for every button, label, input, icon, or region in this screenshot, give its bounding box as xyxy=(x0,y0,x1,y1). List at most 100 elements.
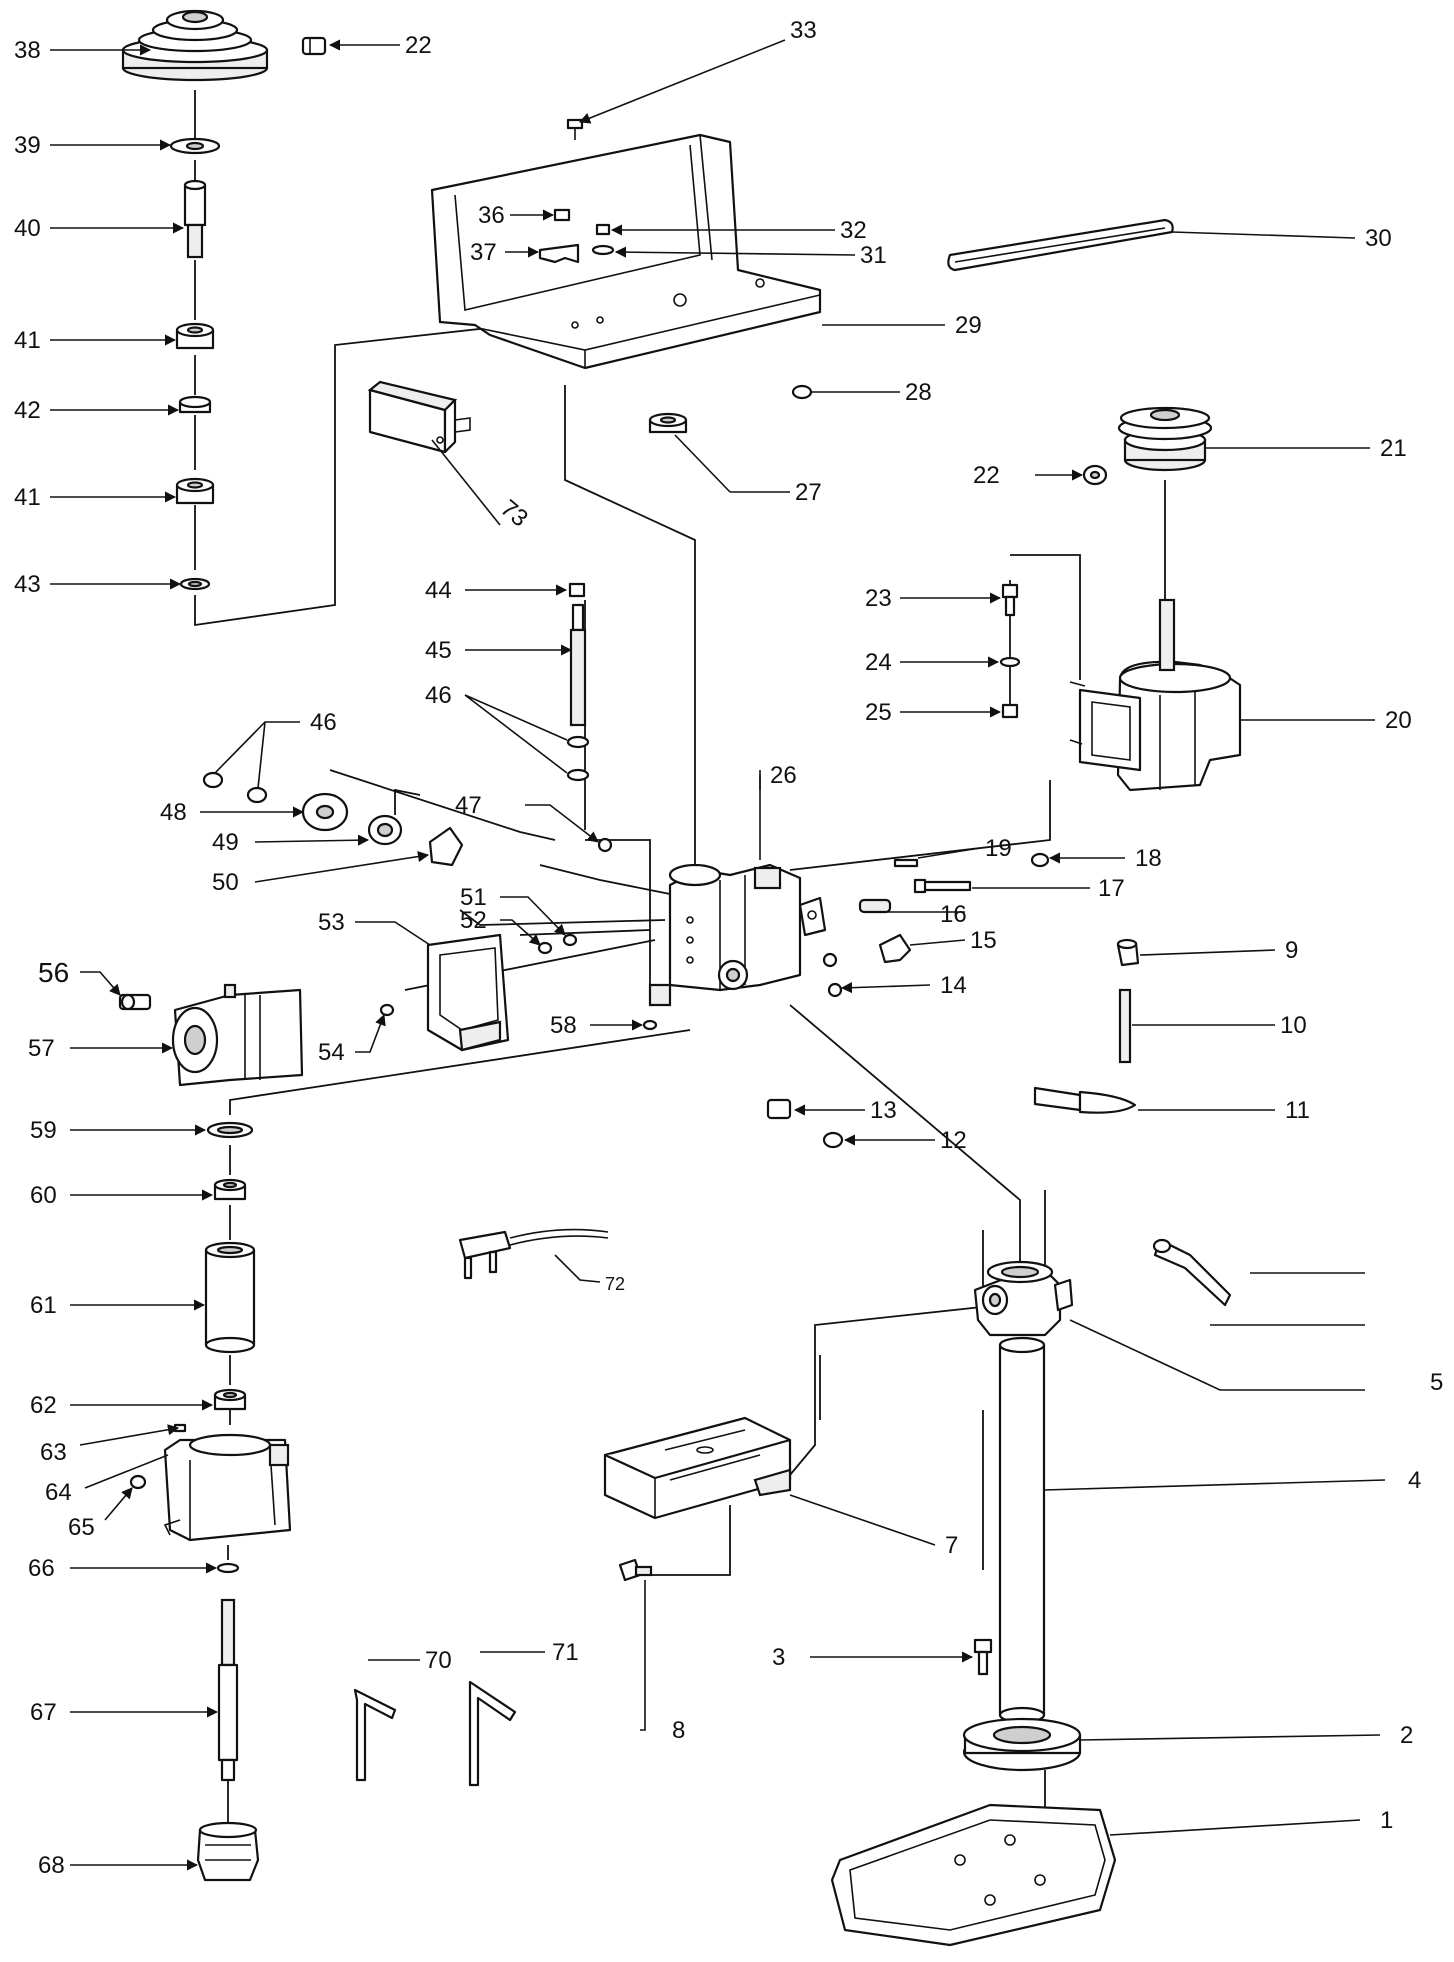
callout-47: 47 xyxy=(455,792,482,819)
callout-13: 13 xyxy=(870,1097,897,1124)
callout-32: 32 xyxy=(840,217,867,244)
part-23-bolt xyxy=(1001,583,1019,617)
callout-61: 61 xyxy=(30,1292,57,1319)
part-30-v-belt xyxy=(947,218,1174,272)
part-2-column-flange xyxy=(962,1717,1082,1772)
part-15-lock-block xyxy=(798,896,827,937)
part-25-nut xyxy=(1001,703,1019,719)
callout-22-motor: 22 xyxy=(973,462,1000,489)
part-15-lever xyxy=(878,933,912,964)
part-41-bearing-upper xyxy=(175,322,215,350)
callout-19: 19 xyxy=(985,835,1012,862)
part-50-plate xyxy=(428,826,464,867)
part-21-motor-pulley xyxy=(1117,406,1213,472)
part-62-bearing xyxy=(213,1388,247,1411)
part-5-table-bracket xyxy=(973,1260,1074,1337)
callout-27: 27 xyxy=(795,479,822,506)
part-54-screw xyxy=(379,1003,395,1017)
callout-14: 14 xyxy=(940,972,967,999)
part-12-nut xyxy=(822,1131,844,1149)
part-1-base xyxy=(830,1803,1117,1947)
callout-52: 52 xyxy=(460,907,487,934)
part-67-spindle xyxy=(217,1598,239,1782)
part-51-screw xyxy=(562,933,578,947)
part-3-bolt xyxy=(973,1638,993,1676)
callout-51: 51 xyxy=(460,884,487,911)
callout-11: 11 xyxy=(1285,1097,1310,1124)
part-70-hex-key xyxy=(353,1688,397,1782)
callout-43: 43 xyxy=(14,571,41,598)
callout-5: 5 xyxy=(1430,1369,1443,1396)
callout-15: 15 xyxy=(970,927,997,954)
part-31-washer xyxy=(591,244,615,256)
callout-40: 40 xyxy=(14,215,41,242)
callout-3: 3 xyxy=(772,1644,785,1671)
part-49-spring xyxy=(367,814,403,846)
callout-18: 18 xyxy=(1135,845,1162,872)
callout-57: 57 xyxy=(28,1035,55,1062)
callout-17: 17 xyxy=(1098,875,1125,902)
callout-8: 8 xyxy=(672,1717,685,1744)
part-59-ring xyxy=(206,1121,254,1139)
part-73-switch xyxy=(367,380,471,454)
callout-46-center: 46 xyxy=(425,682,452,709)
part-61-quill xyxy=(204,1241,256,1354)
part-46-nut-a xyxy=(566,735,590,749)
callout-49: 49 xyxy=(212,829,239,856)
part-8-bolt xyxy=(618,1558,653,1582)
callout-58: 58 xyxy=(550,1012,577,1039)
callout-41-lower: 41 xyxy=(14,484,41,511)
part-20-motor xyxy=(1069,598,1242,792)
callout-28: 28 xyxy=(905,379,932,406)
part-19-pin xyxy=(893,858,919,868)
part-46-knob-b xyxy=(246,786,268,804)
part-16-spring xyxy=(858,898,892,914)
part-11-handle xyxy=(1033,1086,1137,1114)
callout-68: 68 xyxy=(38,1852,65,1879)
part-14-knob xyxy=(822,952,843,998)
part-56-knob xyxy=(118,993,152,1011)
part-46-nut-b xyxy=(566,768,590,782)
part-48-hub xyxy=(301,792,349,832)
part-42-ring xyxy=(178,395,212,414)
callout-66: 66 xyxy=(28,1555,55,1582)
part-18-knob xyxy=(1030,852,1050,868)
part-10-rod xyxy=(1118,988,1132,1064)
callout-70: 70 xyxy=(425,1647,452,1674)
callout-41-upper: 41 xyxy=(14,327,41,354)
callout-38: 38 xyxy=(14,37,41,64)
part-13-bushing xyxy=(766,1098,792,1120)
part-22-motor-set-screw xyxy=(1082,464,1108,486)
callout-4: 4 xyxy=(1408,1467,1421,1494)
part-44-cap xyxy=(568,582,586,598)
callout-73: 73 xyxy=(495,495,533,533)
part-38-spindle-pulley xyxy=(121,9,269,82)
part-57-gear-box xyxy=(171,983,304,1087)
callout-16: 16 xyxy=(940,901,967,928)
part-9-knob-cap xyxy=(1116,938,1140,967)
callout-50: 50 xyxy=(212,869,239,896)
callout-67: 67 xyxy=(30,1699,57,1726)
callout-37: 37 xyxy=(470,239,497,266)
part-32-screw xyxy=(595,223,611,236)
part-27-bushing xyxy=(648,412,688,434)
part-17-shaft xyxy=(913,878,972,894)
callout-30: 30 xyxy=(1365,225,1392,252)
part-52-screw xyxy=(537,941,553,955)
callout-53: 53 xyxy=(318,909,345,936)
part-47-screw xyxy=(597,837,613,853)
callout-22-top: 22 xyxy=(405,32,432,59)
callout-45: 45 xyxy=(425,637,452,664)
callout-23: 23 xyxy=(865,585,892,612)
part-22-top-insert xyxy=(301,36,327,56)
callout-2: 2 xyxy=(1400,1722,1413,1749)
part-66-ring xyxy=(216,1562,240,1574)
callout-44: 44 xyxy=(425,577,452,604)
callout-24: 24 xyxy=(865,649,892,676)
part-26-head xyxy=(648,863,802,1007)
callout-12: 12 xyxy=(940,1127,967,1154)
part-58-pin xyxy=(642,1019,658,1031)
part-53-cover xyxy=(426,933,510,1052)
